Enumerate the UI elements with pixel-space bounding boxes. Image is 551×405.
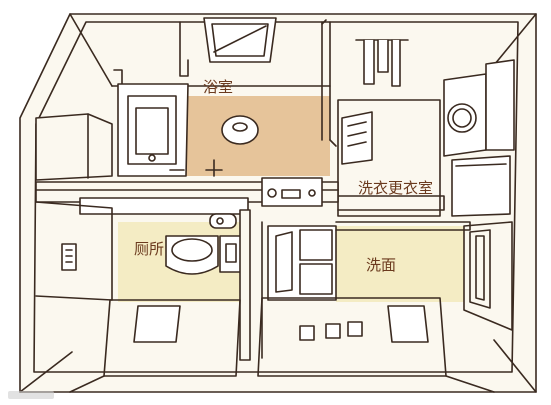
window — [203, 17, 277, 63]
dryer — [443, 73, 487, 157]
towel — [363, 39, 375, 85]
shower-pipe — [179, 21, 189, 77]
washroom-floor — [336, 226, 470, 302]
bath-stool — [221, 115, 259, 145]
outer-wall-inner — [33, 21, 519, 373]
washer — [451, 155, 511, 217]
floor-mat-right — [387, 305, 429, 343]
vanity — [267, 225, 337, 301]
room-label-laundry: 洗衣更衣室 — [358, 179, 433, 197]
wall-switch — [61, 243, 77, 271]
room-label-bathroom: 浴室 — [203, 78, 233, 96]
watermark — [8, 391, 54, 399]
floor-mat-left — [133, 305, 181, 343]
room-label-washroom: 洗面 — [366, 256, 396, 274]
bathroom-floor — [186, 96, 330, 176]
toilet — [165, 235, 219, 275]
room-label-toilet: 厕所 — [134, 240, 164, 258]
bath-mat — [341, 111, 373, 165]
slippers — [299, 325, 315, 341]
